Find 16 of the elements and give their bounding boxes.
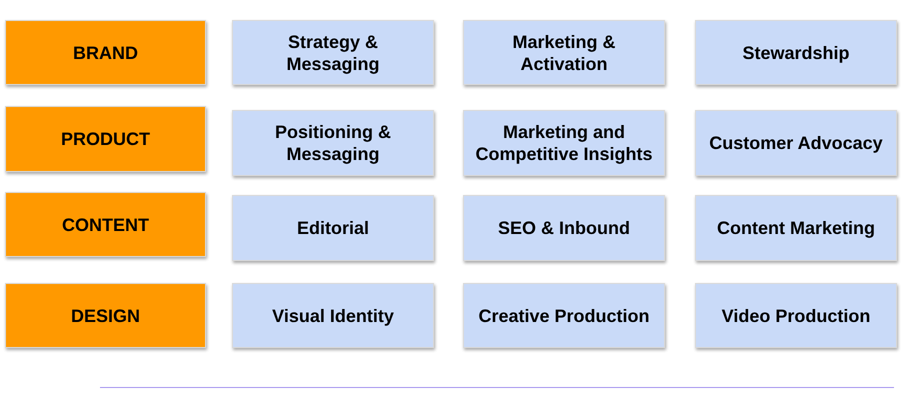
topic-box: Stewardship [695,20,897,85]
topic-box: SEO & Inbound [463,195,665,261]
category-box: BRAND [5,20,206,85]
topic-box: Editorial [232,195,434,261]
topic-box: Marketing and Competitive Insights [463,110,665,176]
category-box: CONTENT [5,192,206,257]
topic-box: Customer Advocacy [695,110,897,176]
category-box: DESIGN [5,283,206,348]
topic-box: Visual Identity [232,283,434,348]
category-box: PRODUCT [5,106,206,172]
topic-box: Positioning & Messaging [232,110,434,176]
topic-box: Content Marketing [695,195,897,261]
topic-box: Marketing & Activation [463,20,665,85]
topic-box: Strategy & Messaging [232,20,434,85]
topic-box: Creative Production [463,283,665,348]
topic-box: Video Production [695,283,897,348]
